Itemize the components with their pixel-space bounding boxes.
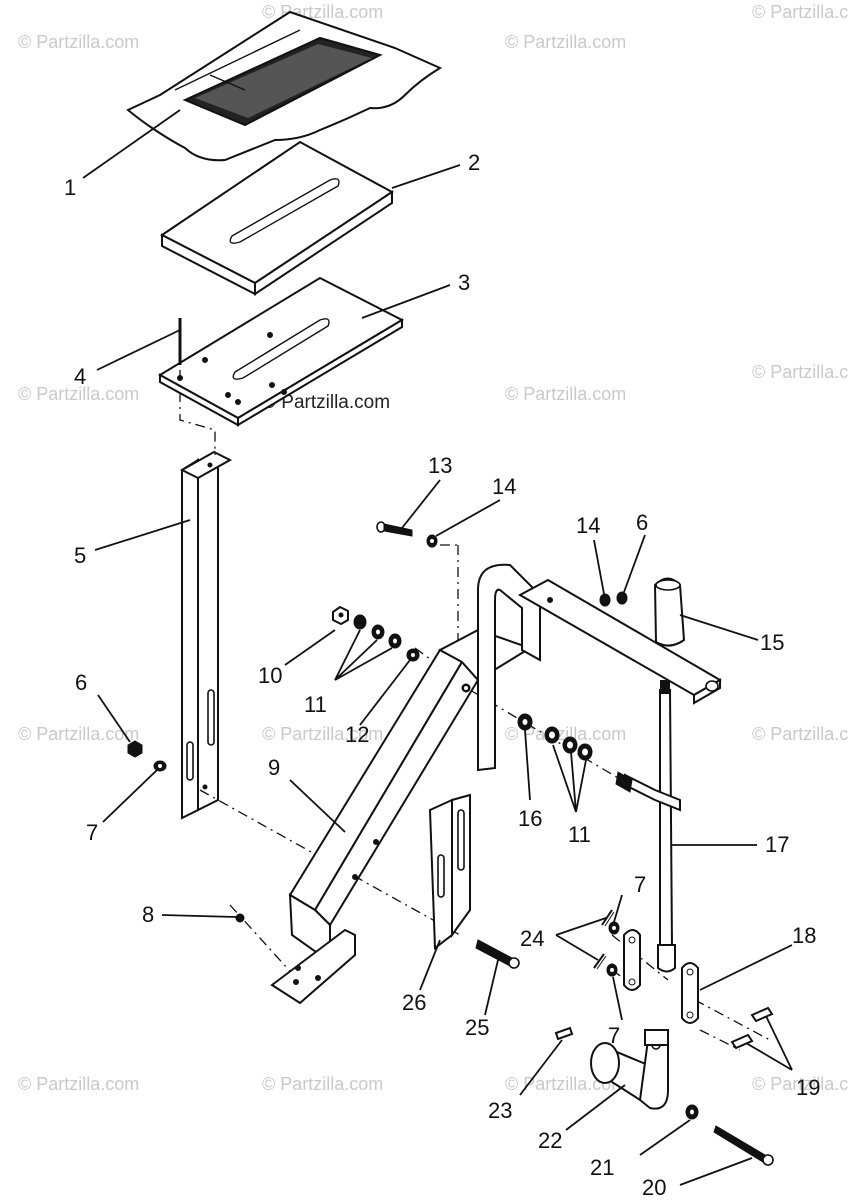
callout-labels: 1 2 3 4 5 6 7 8 9 10 11 12 13 14 14 6 15… [64, 150, 820, 1200]
part-11-washers-upper [353, 614, 402, 649]
callout-7: 7 [86, 820, 98, 845]
watermark: © Partzilla.com [752, 362, 848, 382]
part-16-washer [517, 713, 533, 731]
callout-25: 25 [465, 1015, 489, 1040]
leader-lines [82, 109, 793, 1186]
callout-12: 12 [345, 722, 369, 747]
callout-16: 16 [518, 806, 542, 831]
callout-1: 1 [64, 175, 76, 200]
watermark-layer: © Partzilla.com © Partzilla.com © Partzi… [18, 2, 848, 1094]
watermark: © Partzilla.com [262, 724, 383, 744]
center-watermark: © Partzilla.com [262, 392, 390, 413]
part-23-pin [554, 1026, 574, 1041]
part-20-bolt [713, 1125, 774, 1166]
callout-13: 13 [428, 453, 452, 478]
part-25-bolt [475, 939, 520, 969]
callout-2: 2 [468, 150, 480, 175]
part-11-washers-lower [544, 726, 593, 761]
watermark: © Partzilla.com [752, 2, 848, 22]
callout-6: 6 [636, 510, 648, 535]
part-7-washer-left [153, 760, 167, 772]
part-10-nut [332, 605, 349, 626]
callout-3: 3 [458, 270, 470, 295]
part-7-washer-upper [608, 921, 620, 935]
callout-26: 26 [402, 990, 426, 1015]
callout-17: 17 [765, 832, 789, 857]
part-1-floor-panel [126, 10, 443, 162]
callout-9: 9 [268, 755, 280, 780]
part-13-bolt [376, 521, 413, 537]
part-14-nut-right [599, 593, 611, 607]
callout-10: 10 [258, 663, 282, 688]
part-21-washer [685, 1104, 699, 1120]
part-8-fastener [235, 913, 245, 923]
part-12-washer [406, 648, 420, 662]
part-22-cylinder [590, 1029, 669, 1110]
part-14-nut [426, 534, 438, 548]
watermark: © Partzilla.com [18, 384, 139, 404]
part-7-washer-lower [606, 963, 618, 977]
callout-21: 21 [590, 1155, 614, 1180]
watermark: © Partzilla.com [18, 32, 139, 52]
part-5-bracket [179, 450, 233, 820]
callout-14: 14 [492, 474, 516, 499]
callout-19: 19 [796, 1075, 820, 1100]
part-3-plate [158, 276, 405, 427]
callout-7: 7 [634, 872, 646, 897]
callout-23: 23 [488, 1098, 512, 1123]
callout-18: 18 [792, 923, 816, 948]
callout-11: 11 [568, 822, 591, 847]
callout-5: 5 [74, 543, 86, 568]
handle-frame [477, 563, 722, 772]
callout-6: 6 [75, 670, 87, 695]
watermark: © Partzilla.com [262, 1074, 383, 1094]
watermark: © Partzilla.com [752, 1074, 848, 1094]
callout-14: 14 [576, 513, 600, 538]
part-19-pins [730, 1006, 774, 1050]
watermark: © Partzilla.com [18, 724, 139, 744]
watermark: © Partzilla.com [505, 724, 626, 744]
callout-8: 8 [142, 902, 154, 927]
part-2-pad [160, 140, 394, 296]
callout-7: 7 [608, 1023, 620, 1048]
watermark: © Partzilla.com [505, 384, 626, 404]
callout-24: 24 [520, 926, 544, 951]
watermark: © Partzilla.com [505, 32, 626, 52]
part-26-bracket [428, 793, 471, 950]
callout-15: 15 [760, 630, 784, 655]
part-6-nut-right [616, 591, 628, 605]
part-24-cotter-pin-lower [593, 953, 607, 970]
part-6-nut-left [127, 740, 143, 758]
watermark: © Partzilla.com [18, 1074, 139, 1094]
callout-4: 4 [74, 364, 86, 389]
part-15-knob [653, 577, 686, 647]
watermark: © Partzilla.com [752, 724, 848, 744]
part-24-cotter-pin-upper [601, 909, 615, 927]
callout-11: 11 [304, 692, 327, 717]
callout-20: 20 [642, 1175, 666, 1200]
part-18-link [681, 962, 699, 1024]
part-17-rod [615, 680, 681, 973]
callout-22: 22 [538, 1128, 562, 1153]
link-plate-left [623, 929, 641, 991]
